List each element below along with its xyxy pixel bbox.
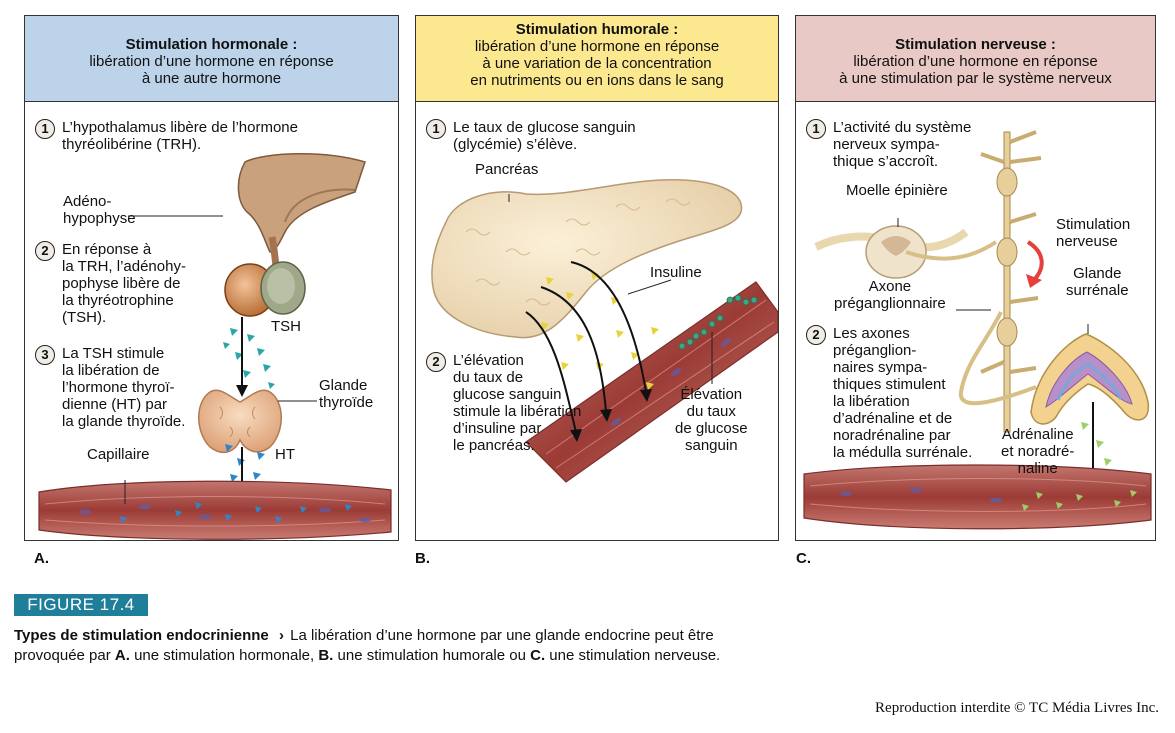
glucose-elevation-label: Élévation du taux de glucose sanguin xyxy=(675,386,748,454)
panel-b-header: Stimulation humorale : libération d’une … xyxy=(416,16,778,102)
panel-humoral-stimulation: Stimulation humorale : libération d’une … xyxy=(415,15,779,541)
panel-b-letter: B. xyxy=(415,550,430,567)
panel-b-title: Stimulation humorale : xyxy=(515,21,679,38)
step-1-text: Le taux de glucose sanguin (glycémie) s’… xyxy=(453,119,636,153)
pancreas-label: Pancréas xyxy=(475,161,539,178)
panel-c-title: Stimulation nerveuse : xyxy=(895,36,1056,53)
caption-title: Types de stimulation endocrinienne xyxy=(14,627,269,644)
pituitary-gland-icon xyxy=(224,236,306,317)
blood-vessel-icon xyxy=(38,480,392,540)
adrenal-gland-label: Glande surrénale xyxy=(1066,265,1129,299)
step-2-text: L’élévation du taux de glucose sanguin s… xyxy=(453,352,582,454)
insulin-markers xyxy=(541,272,659,390)
humoral-diagram-art xyxy=(431,179,778,483)
panel-c-subtitle: libération d’une hormone en réponse à un… xyxy=(839,53,1112,87)
panel-a-header: Stimulation hormonale : libération d’une… xyxy=(25,16,398,102)
insulin-label: Insuline xyxy=(650,264,702,281)
copyright-notice: Reproduction interdite © TC Média Livres… xyxy=(875,700,1159,716)
step-1-number: 1 xyxy=(806,119,826,139)
blood-vessel-icon xyxy=(803,464,1152,530)
nervous-stimulation-label: Stimulation nerveuse xyxy=(1056,216,1131,250)
caption-part: La libération d’une hormone par une glan… xyxy=(14,627,714,664)
nervous-diagram-art xyxy=(803,130,1152,530)
caption-part: une stimulation humorale ou xyxy=(333,647,531,664)
step-2-text: En réponse à la TRH, l’adénohy- pophyse … xyxy=(62,241,186,326)
step-2-text: Les axones préganglion- naires sympa- th… xyxy=(833,325,973,461)
step-1-text: L’hypothalamus libère de l’hormone thyré… xyxy=(62,119,298,153)
insulin-arrows xyxy=(525,261,647,433)
step-3-text: La TSH stimule la libération de l’hormon… xyxy=(62,345,186,430)
panel-hormonal-stimulation: Stimulation hormonale : libération d’une… xyxy=(24,15,399,541)
panel-c-header: Stimulation nerveuse : libération d’une … xyxy=(796,16,1155,102)
caption-part: une stimulation nerveuse. xyxy=(545,647,721,664)
blood-vessel-icon xyxy=(525,281,778,483)
panel-b-subtitle: libération d’une hormone en réponse à un… xyxy=(470,38,724,89)
caption-part: C. xyxy=(530,647,546,664)
panel-a-letter: A. xyxy=(34,550,49,567)
preganglionic-axon-label: Axone préganglionnaire xyxy=(834,278,946,312)
adenohypophyse-label: Adéno- hypophyse xyxy=(63,193,136,227)
step-1-number: 1 xyxy=(35,119,55,139)
step-1-number: 1 xyxy=(426,119,446,139)
capillary-label: Capillaire xyxy=(87,446,150,463)
tsh-label: TSH xyxy=(271,318,301,335)
figure-caption: Types de stimulation endocrinienne › La … xyxy=(14,626,744,666)
tsh-markers xyxy=(223,328,275,389)
ht-label: HT xyxy=(275,446,295,463)
thyroid-gland-label: Glande thyroïde xyxy=(319,377,374,411)
panel-c-letter: C. xyxy=(796,550,811,567)
panel-a-subtitle: libération d’une hormone en réponse à un… xyxy=(89,53,334,87)
figure-number-badge: FIGURE 17.4 xyxy=(14,594,148,616)
step-1-text: L’activité du système nerveux sympa- thi… xyxy=(833,119,972,170)
adrenaline-label: Adrénaline et noradré- naline xyxy=(1001,426,1075,477)
panel-a-title: Stimulation hormonale : xyxy=(125,36,298,53)
step-2-number: 2 xyxy=(806,325,826,345)
caption-part: A. xyxy=(114,647,130,664)
panel-nervous-stimulation: Stimulation nerveuse : libération d’une … xyxy=(795,15,1156,541)
spinal-cord-label: Moelle épinière xyxy=(846,182,948,199)
caption-part: B. xyxy=(318,647,334,664)
thyroid-gland-icon xyxy=(198,389,282,454)
caption-chevron: › xyxy=(278,627,284,644)
caption-part: une stimulation hormonale, xyxy=(129,647,319,664)
step-3-number: 3 xyxy=(35,345,55,365)
step-2-number: 2 xyxy=(35,241,55,261)
hypothalamus-icon xyxy=(237,153,366,253)
spinal-cord-icon xyxy=(814,225,998,279)
sympathetic-chain-icon xyxy=(980,130,1042,433)
hormonal-diagram-art xyxy=(38,153,392,540)
step-2-number: 2 xyxy=(426,352,446,372)
adrenal-gland-icon xyxy=(1030,333,1150,425)
pancreas-icon xyxy=(431,179,743,339)
